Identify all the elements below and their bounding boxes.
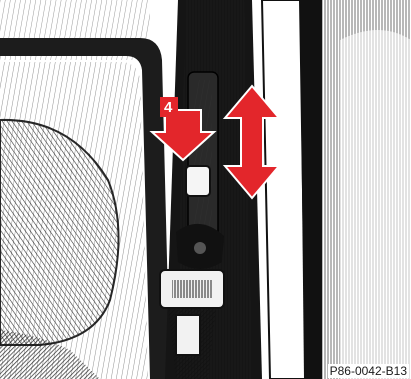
reference-code: P86-0042-B13 xyxy=(328,364,409,378)
callout-number: 4 xyxy=(164,100,172,115)
height-adjuster-button xyxy=(186,166,210,196)
